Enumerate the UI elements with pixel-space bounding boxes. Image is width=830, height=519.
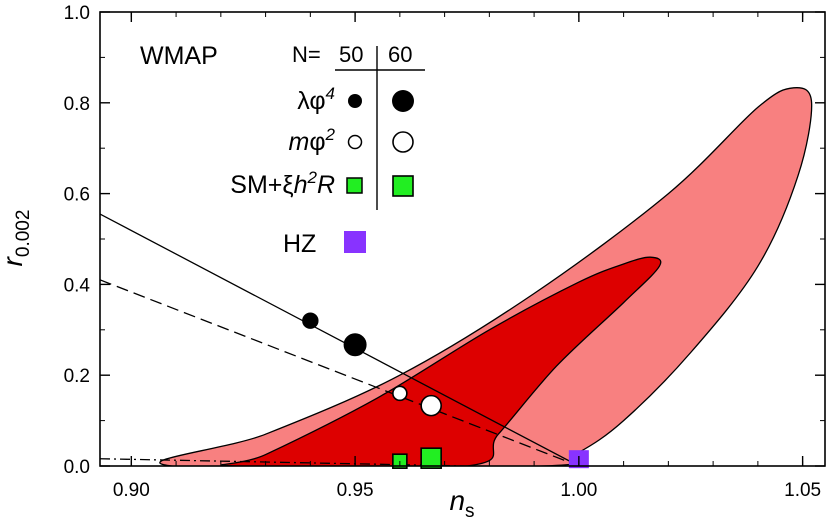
y-tick-label: 0.2 bbox=[64, 366, 90, 387]
legend-hz-label: HZ bbox=[283, 230, 316, 258]
x-axis-title: ns bbox=[449, 485, 474, 519]
x-tick-label: 0.90 bbox=[113, 480, 150, 501]
legend-header-n50: 50 bbox=[339, 42, 363, 67]
data-point-sm-xi-h2r-n60 bbox=[420, 447, 442, 469]
legend-hz-marker bbox=[344, 231, 366, 253]
legend-row-label: λφ4 bbox=[297, 84, 335, 115]
y-tick-label: 0.6 bbox=[64, 185, 90, 206]
x-tick-label: 1.05 bbox=[784, 480, 821, 501]
legend-header-label: N= bbox=[292, 42, 321, 67]
y-tick-label: 1.0 bbox=[64, 3, 90, 24]
legend-marker-n60 bbox=[392, 90, 414, 112]
axes: 0.90 0.95 1.00 1.05 0.0 0.2 0.4 0.6 0.8 1.0 ns r0.0… bbox=[0, 3, 826, 519]
prediction-line-lambda-phi4 bbox=[100, 213, 580, 466]
data-point-lambda-phi4-n50 bbox=[302, 312, 319, 329]
x-tick-label: 1.00 bbox=[560, 480, 597, 501]
x-tick-label: 0.95 bbox=[337, 480, 374, 501]
plot-clip-group bbox=[100, 86, 813, 466]
legend-row-label: mφ2 bbox=[288, 125, 335, 156]
legend-marker-n60 bbox=[392, 131, 414, 153]
data-point-m-phi2-n50 bbox=[392, 385, 408, 402]
legend-marker-n50 bbox=[347, 134, 363, 150]
data-point-lambda-phi4-n60 bbox=[343, 333, 367, 357]
legend-header-n60: 60 bbox=[388, 42, 412, 67]
legend-marker-n60 bbox=[392, 175, 414, 197]
legend-title: WMAP bbox=[140, 42, 218, 70]
y-axis-title: r0.002 bbox=[0, 210, 34, 267]
y-tick-label: 0.0 bbox=[64, 457, 90, 478]
data-point-m-phi2-n60 bbox=[420, 394, 442, 417]
legend-marker-n50 bbox=[346, 177, 363, 194]
legend-row-label: SM+ξh2R bbox=[230, 168, 335, 199]
y-tick-label: 0.4 bbox=[64, 275, 91, 296]
plot-area bbox=[100, 86, 813, 469]
inner-confidence-contour bbox=[220, 256, 662, 466]
prediction-line-m-phi2 bbox=[100, 279, 580, 466]
y-tick-label: 0.8 bbox=[64, 94, 90, 115]
legend-marker-n50 bbox=[348, 94, 362, 108]
